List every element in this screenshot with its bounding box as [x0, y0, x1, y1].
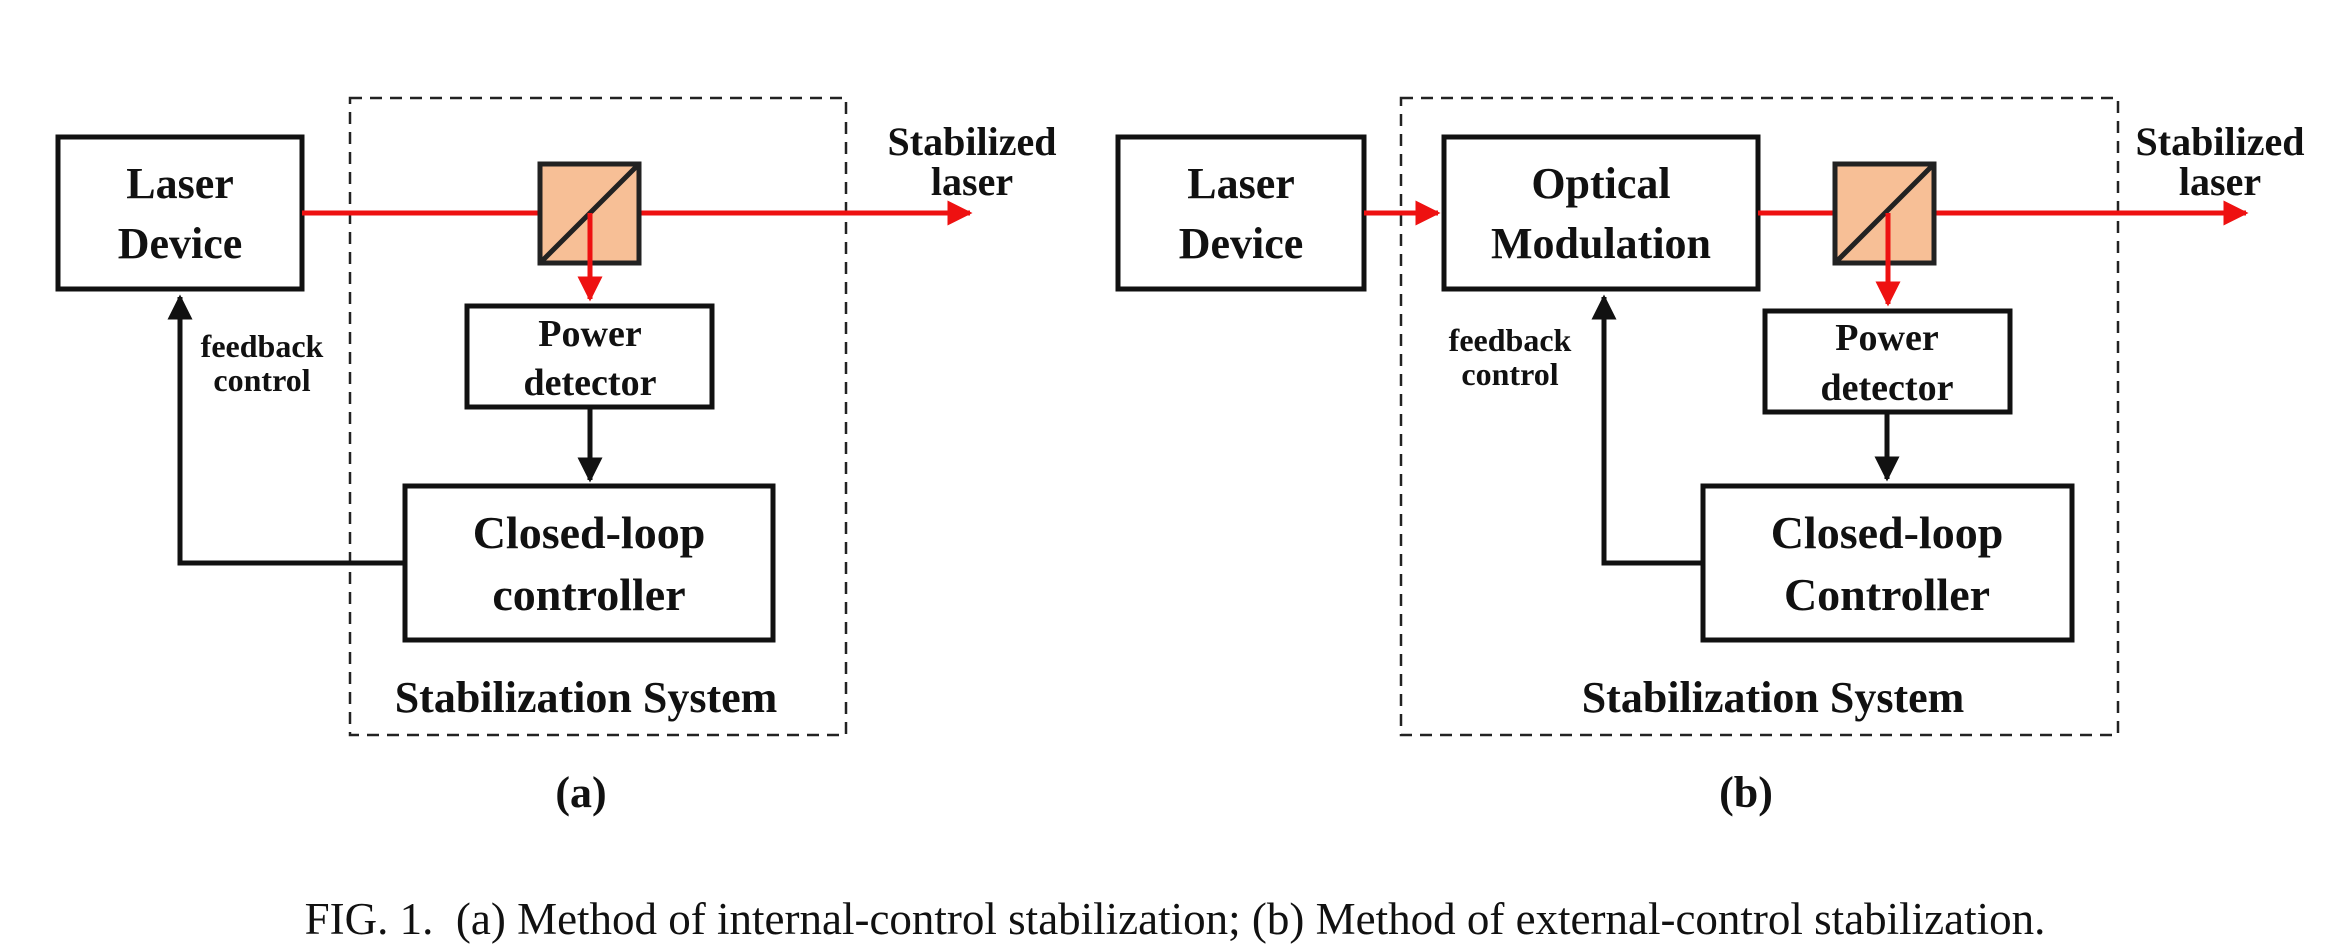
stabilized-laser-label-b-line2: laser: [2179, 159, 2261, 204]
stabilization-system-boundary-a: [348, 96, 848, 737]
stabilized-laser-label-a-line1: Stabilized: [888, 119, 1057, 164]
feedback-label-a-line2: control: [213, 362, 310, 398]
modulation-label-b-line2: Modulation: [1491, 219, 1711, 268]
panel-label-b: (b): [1719, 768, 1773, 817]
laser-device-label-b-line1: Laser: [1187, 159, 1295, 208]
stabilization-system-label-a: Stabilization System: [395, 673, 778, 722]
power-detector-box-a: [464, 303, 715, 410]
controller-label-b-line2: Controller: [1784, 569, 1990, 620]
controller-label-b-line1: Closed-loop: [1771, 507, 2004, 558]
feedback-label-a-line1: feedback: [201, 328, 324, 364]
stabilization-system-label-b: Stabilization System: [1582, 673, 1965, 722]
laser-device-label-a-line2: Device: [118, 219, 243, 268]
modulation-label-b-line1: Optical: [1531, 159, 1670, 208]
panel-a: Laser Device Stabilized laser Power dete…: [55, 96, 1057, 817]
controller-label-a-line1: Closed-loop: [473, 507, 706, 558]
laser-device-label-b-line2: Device: [1179, 219, 1304, 268]
panel-label-a: (a): [555, 768, 606, 817]
beam-splitter-icon-b: [1832, 161, 1937, 266]
stabilized-laser-label-a-line2: laser: [931, 159, 1013, 204]
stabilization-system-boundary-b: [1399, 96, 2120, 737]
feedback-path-a: [167, 294, 405, 566]
power-detector-label-b-line1: Power: [1835, 317, 1939, 359]
stabilized-laser-label-b-line1: Stabilized: [2136, 119, 2305, 164]
panel-b: Laser Device Optical Modulation Stabiliz…: [1115, 96, 2305, 817]
figure-caption: FIG. 1. (a) Method of internal-control s…: [305, 894, 2046, 944]
feedback-path-b: [1591, 294, 1703, 566]
power-detector-label-a-line2: detector: [524, 362, 657, 404]
feedback-label-b-line1: feedback: [1449, 322, 1572, 358]
closed-loop-controller-box-a: [402, 483, 776, 643]
controller-label-a-line2: controller: [492, 569, 685, 620]
feedback-label-b-line2: control: [1461, 356, 1558, 392]
laser-device-box-b: [1115, 134, 1367, 292]
laser-device-label-a-line1: Laser: [126, 159, 234, 208]
power-detector-label-a-line1: Power: [538, 313, 642, 355]
power-detector-label-b-line2: detector: [1821, 367, 1954, 409]
closed-loop-controller-box-b: [1700, 483, 2075, 643]
